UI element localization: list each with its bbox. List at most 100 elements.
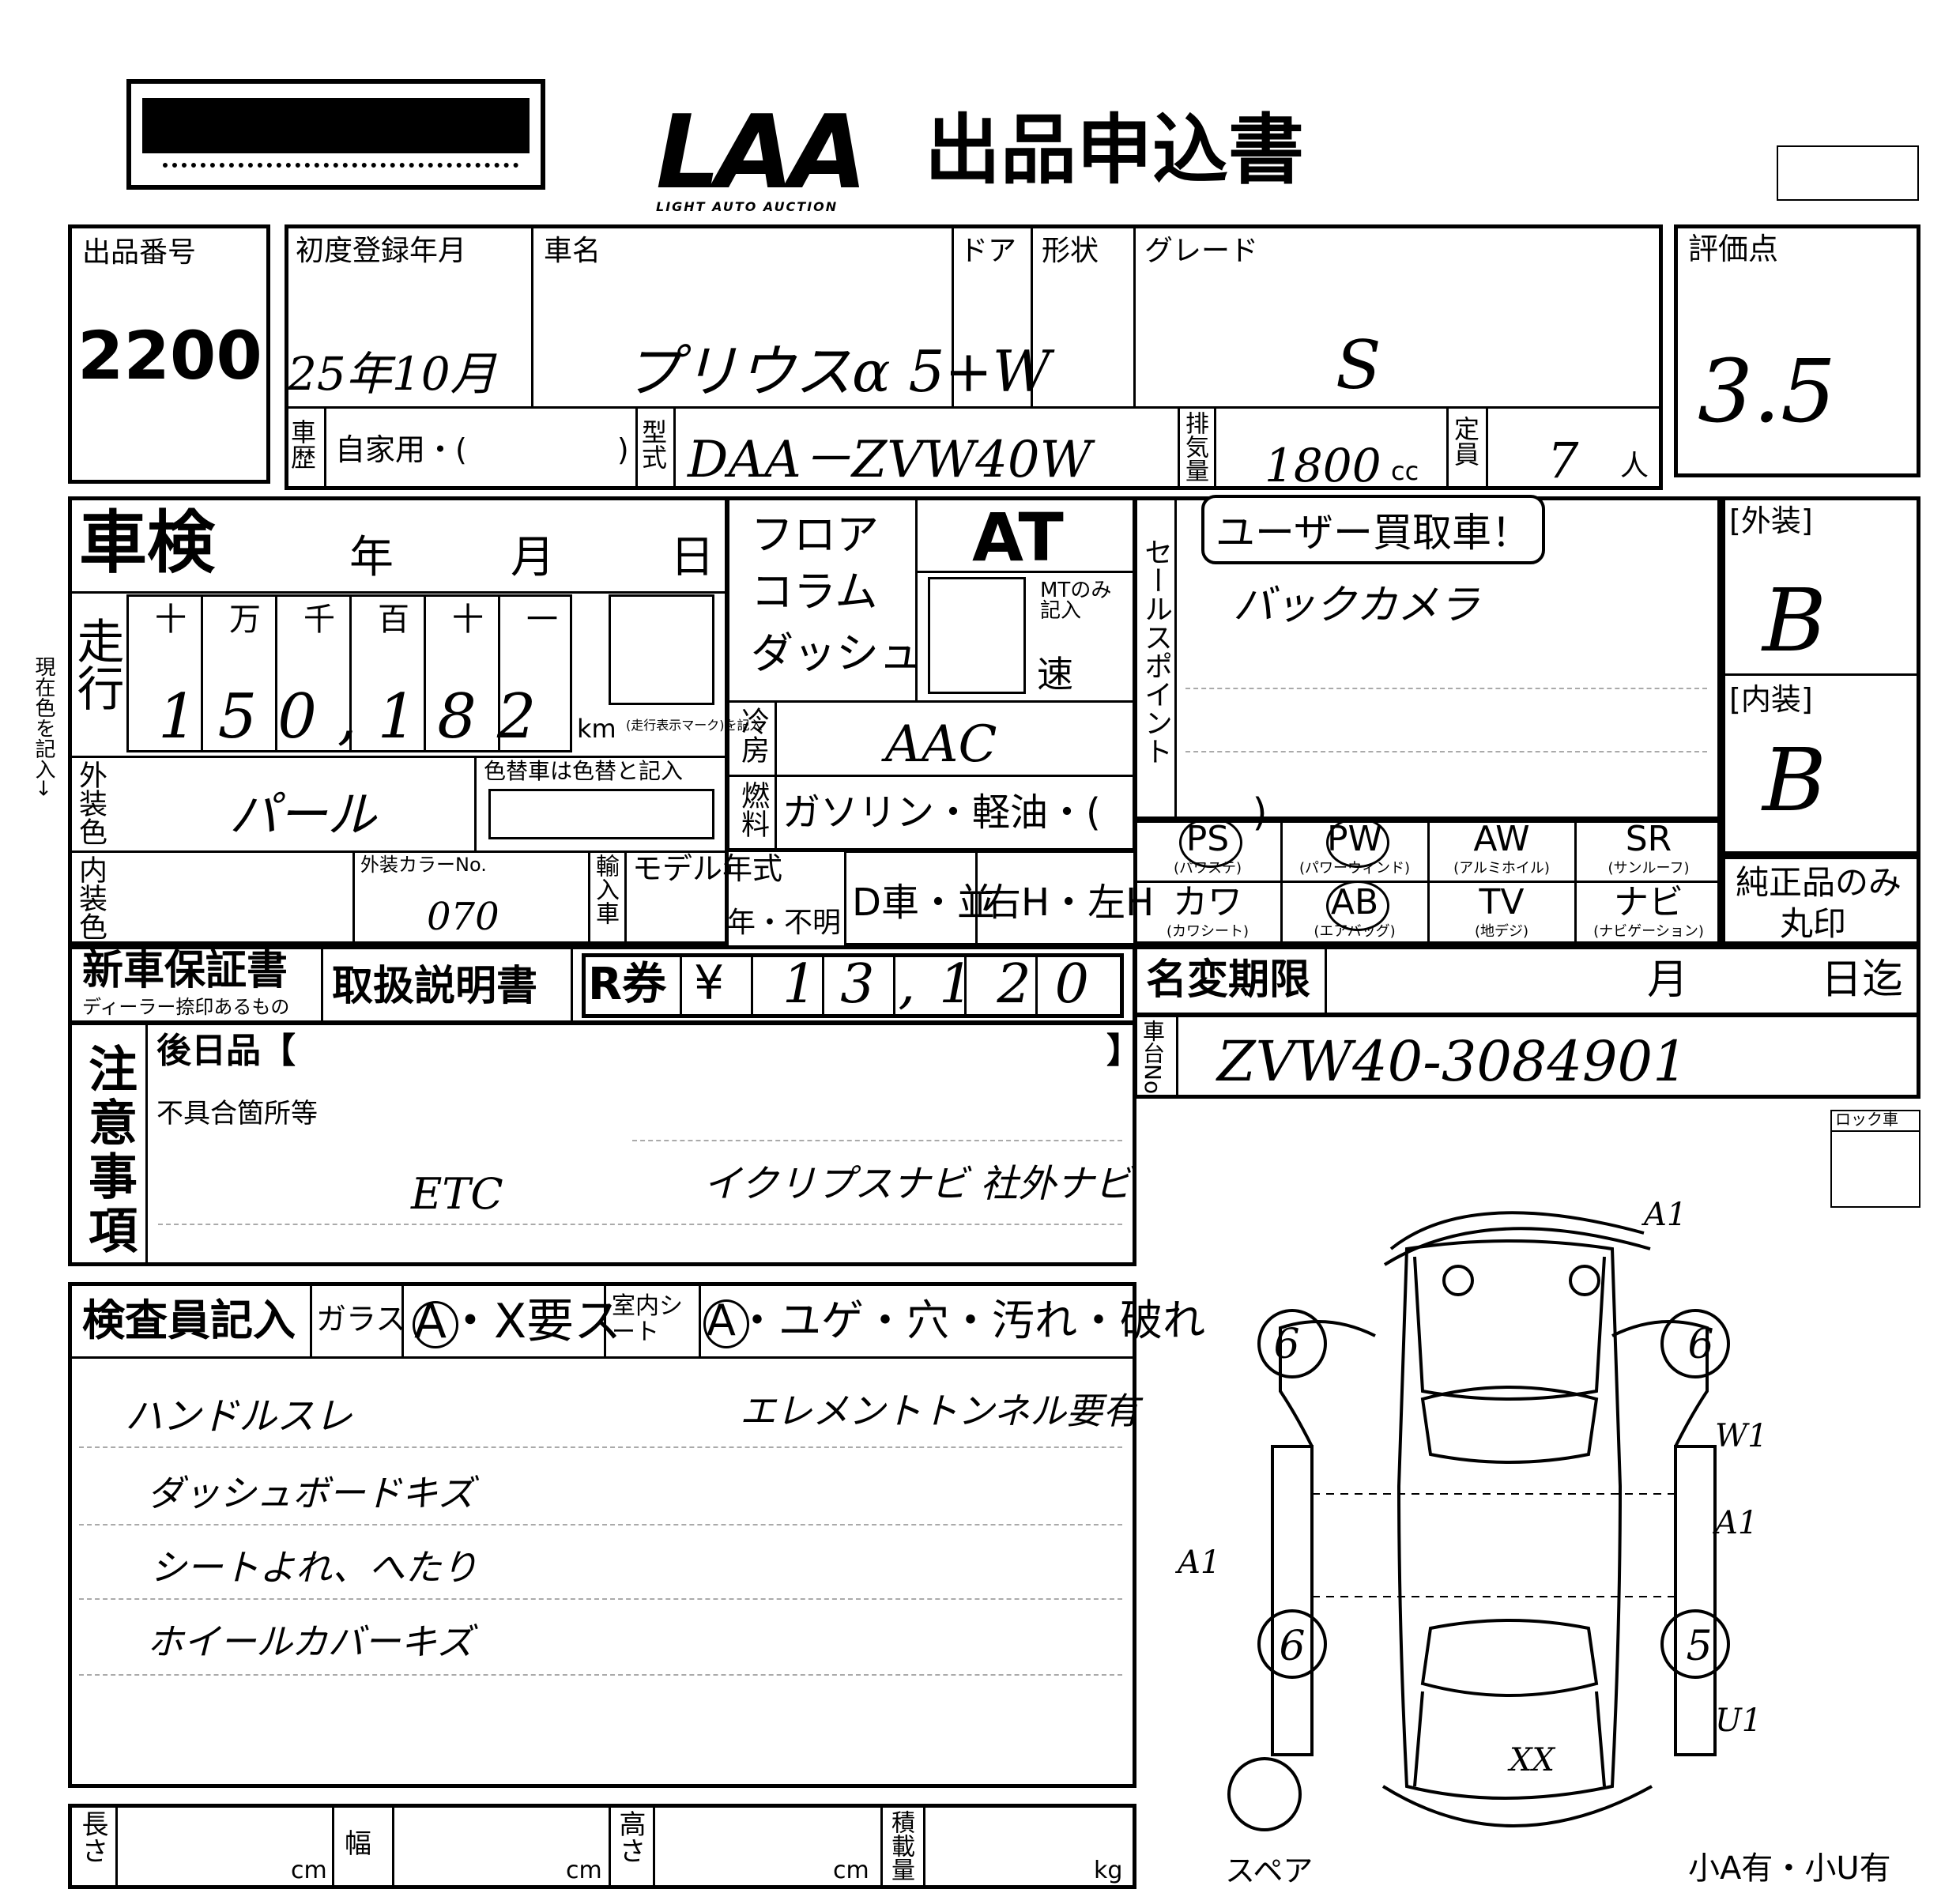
odometer-mark-box [609,594,714,705]
shift-dash: ダッシュ [751,628,922,678]
steering: 右H・左H [983,881,1155,925]
tire-front-right: 6 [1687,1321,1713,1368]
user-purchase-stamp: ユーザー買取車！ [1201,495,1545,564]
notes-label: 注意事項 [80,1043,138,1258]
history-label: 車歴 [287,419,317,470]
interior-value: B [1762,730,1826,831]
inspector-right-line: エレメントトンネル要有 [740,1390,1140,1432]
pw-circle [1326,817,1389,868]
exterior-label: [外装] [1729,503,1813,538]
shape-label: 形状 [1042,235,1099,267]
load-label: 積載量 [887,1810,914,1881]
genuine-line1: 純正品のみ [1736,863,1902,902]
digit-header: 百 [378,602,409,638]
digit-header: 十 [452,602,484,638]
genuine-line2: 丸印 [1780,904,1847,943]
lock-label: ロック車 [1835,1110,1898,1129]
mark-left-mid: A1 [1174,1544,1220,1581]
current-color-note: 現在色を記入→ [32,656,55,797]
ext-color-value: パール [229,786,377,843]
digit-header: 一 [526,602,558,638]
model-year-label: モデル年式 [632,851,783,886]
capacity-label: 定員 [1450,416,1480,466]
shaken-month: 月 [511,532,555,583]
model-year-value: 年・不明 [727,907,842,939]
mark-rear: XX [1507,1742,1555,1778]
recycle-value: 13,120 [782,953,1113,1016]
fuel-label: 燃料 [737,781,769,838]
lot-number: 2200 [77,317,262,394]
score-box [1674,224,1920,477]
inspector-box [68,1282,1136,1788]
recycle-label: R券 [588,959,667,1010]
condition-scores [1721,496,1920,855]
exterior-value: B [1762,570,1826,671]
shaken-year: 年 [349,532,394,583]
dealer-type: D車・並 [852,881,995,925]
shift-at: AT [972,499,1064,576]
name-change-month: 月 [1647,956,1689,1004]
sales-point-text: バックカメラ [1233,582,1480,629]
shaken-label: 車検 [79,503,215,583]
page-title: 出品申込書 [925,106,1304,194]
genuine-box [1721,855,1920,945]
registration-box [285,224,1663,490]
inspector-label: 検査員記入 [82,1295,296,1345]
equip-tv: TV(地デジ) [1474,882,1529,941]
car-diagram: 6 6 6 5 A1 W1 A1 A1 U1 XX [1174,1197,1768,1831]
length-unit: cm [291,1857,327,1884]
inspector-line-1: ハンドルスレ [125,1394,353,1439]
manual-label: 取扱説明書 [332,963,538,1010]
lock-box [1830,1110,1920,1208]
inspector-line-2: ダッシュボードキズ [147,1472,474,1514]
mark-right-rear: U1 [1715,1703,1762,1739]
shaken-day: 日 [670,532,714,583]
displacement-value: 1800 [1265,439,1381,492]
int-color-label: 内装色 [74,855,107,941]
score-value: 3.5 [1698,341,1836,442]
logo: LAA LIGHT AUTO AUCTION [656,94,868,215]
length-label: 長さ [77,1810,108,1864]
later-items-close: 】 [1106,1031,1141,1071]
chassis-value: ZVW40-3084901 [1217,1029,1688,1094]
spare-label: スペア [1225,1854,1314,1888]
load-unit: kg [1094,1857,1123,1884]
inspector-line-4: ホイールカバーキズ [147,1620,473,1663]
person-unit: 人 [1620,450,1649,482]
blank-box-top-right [1777,145,1919,201]
shift-column: コラム [751,567,878,617]
equip-aw: AW(アルミホイル) [1453,819,1550,877]
chassis-label: 車台No. [1140,1020,1166,1101]
interior-seat-label: 室内シート [612,1292,683,1346]
tire-front-left: 6 [1273,1321,1299,1368]
grade-value: S [1336,326,1381,404]
equip-navi: ナビ(ナビゲーション) [1593,882,1704,941]
tire-rear-right: 5 [1686,1623,1712,1670]
mark-right-mid: A1 [1712,1505,1758,1541]
digit-header: 万 [229,602,261,638]
digit-header: 千 [303,602,335,638]
warranty-label: 新車保証書 [82,947,288,994]
yen-sign: ¥ [694,956,725,1011]
height-unit: cm [833,1857,869,1884]
score-label: 評価点 [1688,232,1779,266]
car-name-value: プリウスα 5+W [624,338,1051,405]
warranty-sub: ディーラー捺印あるもの [82,996,290,1018]
later-items-label: 後日品【 [156,1031,296,1071]
small-note: 小A有・小U有 [1688,1850,1891,1887]
displacement-label: 排気量 [1181,411,1208,482]
sales-point-label: セールスポイント [1140,537,1172,765]
glass-a-circle [413,1301,458,1348]
notes-box [68,1021,1136,1266]
mt-note: MTのみ記入 [1040,579,1112,623]
mark-front-right: A1 [1641,1197,1687,1233]
lot-box [68,224,270,484]
color-change-label: 色替車は色替と記入 [484,758,684,784]
mt-box [928,577,1026,694]
car-name-label: 車名 [544,235,601,267]
note-etc: ETC [411,1169,503,1219]
name-change-until: 日迄 [1821,956,1904,1004]
equip-leather: カワ(カワシート) [1166,882,1250,941]
recycle-box [582,953,1124,1018]
